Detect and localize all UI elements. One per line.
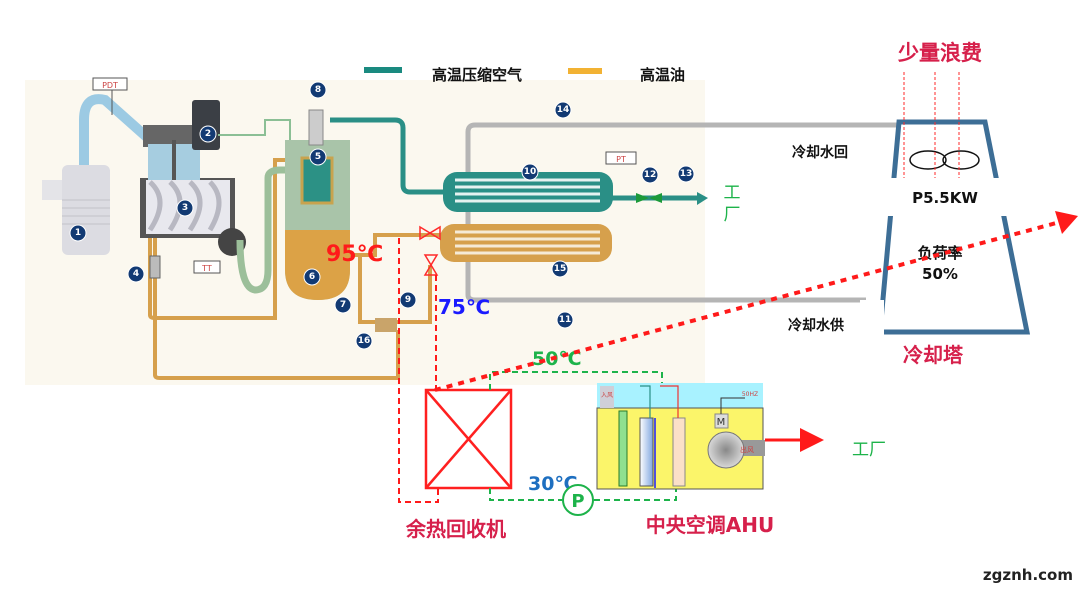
component-number: 2 [199,125,217,143]
svg-text:13: 13 [680,169,693,179]
tt-tag [193,260,221,274]
return-water-label: 冷却水回 [792,144,848,161]
heat-recovery-unit [424,388,513,490]
component-number: 1 [69,224,87,242]
ahu-factory-label: 工厂 [852,440,886,460]
load-value: 50% [922,265,958,283]
oil-cooler [440,224,612,262]
component-number: 5 [309,148,327,166]
component-numbers: 1 2 3 4 5 6 7 8 9 10 11 12 13 14 15 16 [69,81,695,350]
component-number: 10 [521,163,539,181]
oil-return-lines [148,158,445,380]
air-outlet-arrow [697,192,708,205]
component-number: 15 [551,260,569,278]
svg-text:3: 3 [182,203,188,213]
svg-text:8: 8 [315,85,321,95]
pt-tag [605,151,637,165]
legend-label-air: 高温压缩空气 [432,66,522,84]
ahu-unit: 入风 M 50HZ 出风 [596,383,765,490]
ahu-title: 中央空调AHU [646,513,774,537]
cooling-water-pipes [465,122,900,303]
pt-tag-label: PT [616,155,626,164]
svg-text:11: 11 [559,315,572,325]
ahu-freq: 50HZ [742,391,758,398]
component-number: 12 [641,166,659,184]
legend: 高温压缩空气 高温油 [364,66,685,84]
oil-separator [285,109,350,300]
temp-95: 95℃ [326,242,383,267]
pump: P [562,484,594,516]
component-number: 6 [303,268,321,286]
component-number: 13 [677,165,695,183]
temp-75: 75℃ [438,295,490,319]
component-number: 11 [556,311,574,329]
svg-text:6: 6 [309,272,315,282]
warm-water-loop [489,371,677,501]
hot-oil-loop [398,238,439,503]
ahu-outlet: 出风 [740,445,754,454]
outlet-valve [636,193,662,203]
fan-icon [909,150,947,170]
component-number: 7 [334,296,352,314]
watermark: zgznh.com [983,566,1073,584]
heat-recovery-title: 余热回收机 [405,517,506,541]
legend-label-oil: 高温油 [640,66,685,84]
tt-tag-label: TT [201,264,212,273]
load-label: 负荷率 [917,244,962,262]
component-number: 14 [554,101,572,119]
temp-30: 30℃ [528,473,577,495]
ahu-motor: M [717,417,726,428]
legend-swatch-air [364,67,402,73]
supply-water-label: 冷却水供 [788,317,844,334]
ahu-inlet: 入风 [601,392,613,399]
air-cooler [443,172,613,212]
thermostatic-valve [419,225,441,276]
svg-text:12: 12 [644,170,657,180]
legend-swatch-oil [568,68,602,74]
svg-text:14: 14 [557,105,570,115]
svg-text:10: 10 [524,167,537,177]
component-number: 8 [309,81,327,99]
svg-text:5: 5 [315,152,321,162]
component-number: 9 [399,291,417,309]
pdt-tag [92,77,128,91]
waste-label: 少量浪费 [897,41,982,65]
oil-filter [149,255,161,279]
pdt-tag-label: PDT [102,81,118,90]
svg-text:4: 4 [133,269,139,279]
factory-label-air-2: 厂 [724,205,741,225]
component-number: 16 [355,332,373,350]
svg-text:P: P [571,491,584,512]
svg-text:2: 2 [205,129,211,139]
cooling-tower [860,72,1031,340]
svg-text:1: 1 [75,228,81,238]
svg-text:15: 15 [554,264,567,274]
component-number: 4 [127,265,145,283]
tower-power: P5.5KW [912,189,978,207]
component-number: 3 [176,199,194,217]
screw-compressor [140,100,246,256]
factory-label-air: 工 [724,183,741,203]
fan-icon [942,150,980,170]
svg-text:16: 16 [358,336,371,346]
heat-flow-arrowhead [1055,211,1078,234]
oil-stop-valve [375,318,397,332]
svg-text:7: 7 [340,300,346,310]
svg-text:9: 9 [405,295,411,305]
cooling-tower-title: 冷却塔 [903,343,964,367]
